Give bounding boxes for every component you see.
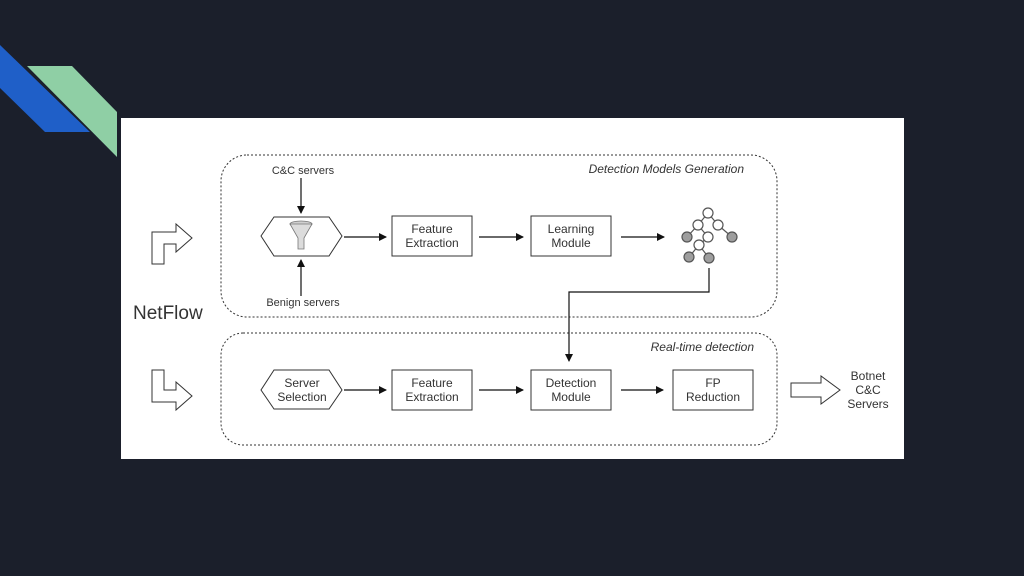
funnel-icon — [289, 220, 313, 250]
botnet-output-line2: C&C — [855, 383, 881, 397]
learning-module-line2: Module — [551, 236, 591, 250]
generation-section-box — [220, 154, 778, 318]
detection-module-line2: Module — [551, 390, 591, 404]
cc-servers-label: C&C servers — [272, 165, 335, 177]
learning-module-box — [530, 215, 612, 257]
server-selection-hexagon — [260, 369, 343, 410]
fp-reduction-line2: Reduction — [686, 390, 740, 404]
netflow-up-arrow-icon — [151, 222, 193, 265]
realtime-section-box — [220, 332, 778, 446]
generation-section-title: Detection Models Generation — [589, 162, 745, 176]
architecture-figure: Detection Models Generation Real-time de… — [121, 118, 904, 459]
feature-extraction-bottom-line2: Extraction — [405, 390, 458, 404]
fp-reduction-line1: FP — [705, 376, 720, 390]
corner-decoration — [0, 45, 117, 157]
benign-servers-label: Benign servers — [266, 297, 340, 309]
realtime-section-title: Real-time detection — [651, 340, 755, 354]
learning-module-line1: Learning — [548, 222, 595, 236]
feature-extraction-box-bottom — [391, 369, 473, 411]
feature-extraction-top-line1: Feature — [411, 222, 453, 236]
output-arrow-icon — [790, 375, 841, 405]
netflow-label: NetFlow — [133, 303, 203, 324]
server-selection-line2: Selection — [277, 390, 326, 404]
detection-module-line1: Detection — [546, 376, 597, 390]
feature-extraction-bottom-line1: Feature — [411, 376, 453, 390]
detection-module-box — [530, 369, 612, 411]
feature-extraction-top-line2: Extraction — [405, 236, 458, 250]
model-tree-icon — [681, 207, 738, 264]
server-selection-line1: Server — [284, 376, 319, 390]
feature-extraction-box-top — [391, 215, 473, 257]
netflow-down-arrow-icon — [151, 369, 193, 412]
blue-stripe — [0, 45, 90, 132]
green-stripe — [27, 66, 117, 157]
fp-reduction-box — [672, 369, 754, 411]
model-to-detection-connector — [565, 268, 710, 362]
botnet-output-line1: Botnet — [851, 369, 886, 383]
botnet-output-line3: Servers — [847, 397, 888, 411]
